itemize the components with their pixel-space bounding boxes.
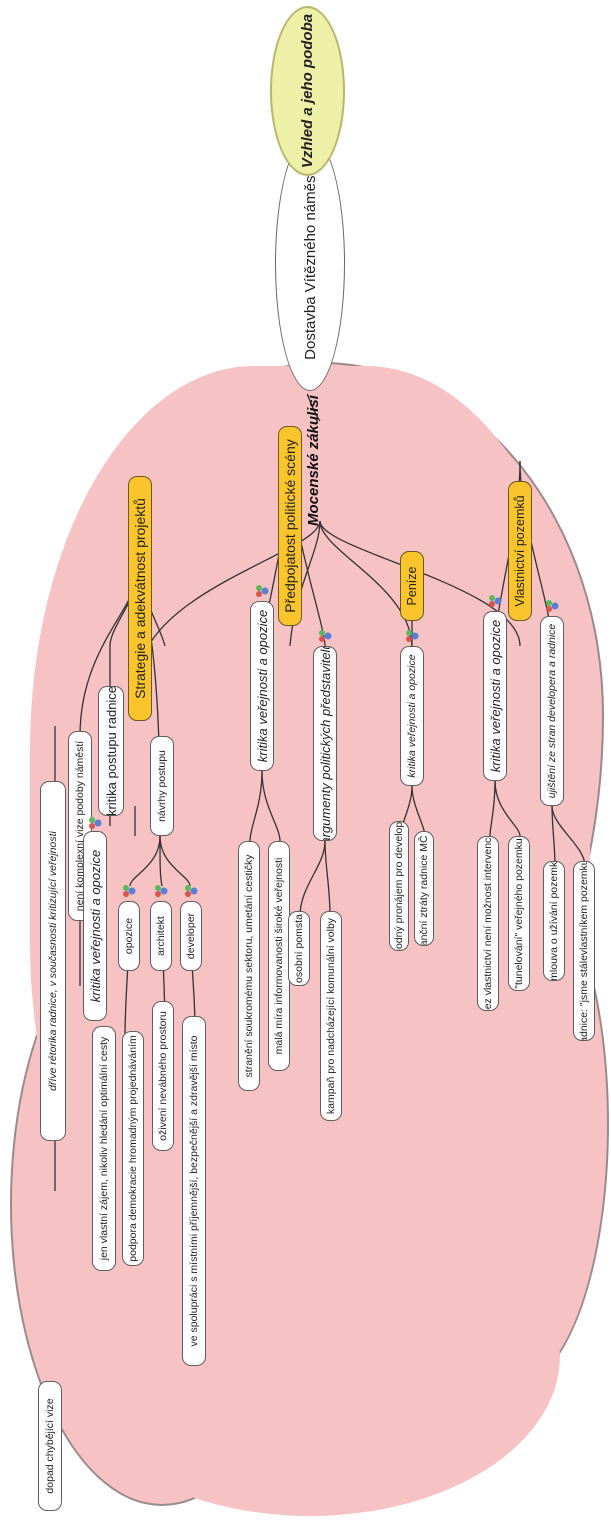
people-icon [406, 630, 419, 642]
node-dopad[interactable]: dopad chybějící vize [38, 1381, 62, 1511]
node-predpojatost-kritika[interactable]: kritika veřejnosti a opozice [250, 601, 274, 771]
node-radnice-label: radnice: "jsme stálevlastníkem pozemku" [577, 861, 590, 1041]
people-icon [489, 595, 502, 607]
node-kampan[interactable]: kampaň pro nadcházející komunální volby [320, 911, 342, 1121]
node-osobni-pomsta[interactable]: osobní pomsta [288, 911, 310, 986]
node-drive-retorika[interactable]: dříve rétorika radnice, v současnosti kr… [40, 781, 66, 1141]
people-icon [185, 885, 198, 897]
node-navrhy[interactable]: návrhy postupu [150, 736, 174, 836]
people-icon [256, 585, 269, 597]
node-tunelovani[interactable]: "tunelování" veřejného pozemku [508, 836, 530, 991]
leaf-label: Vzhled a jeho podoba [299, 13, 316, 169]
node-opozice-label: opozice [122, 917, 135, 955]
node-dopad-label: dopad chybějící vize [43, 1398, 56, 1494]
node-predpojatost-kritika-label: kritika veřejnosti a opozice [254, 609, 270, 763]
people-icon [89, 817, 102, 829]
node-navrhy-label: návrhy postupu [155, 750, 168, 822]
node-strategie-kritika[interactable]: kritika veřejnosti a opozice [83, 831, 107, 1021]
node-developer[interactable]: developer [180, 901, 202, 971]
node-bez-vlastnictvi-label: bez vlastnictví není možnost intervence [481, 836, 494, 1011]
node-penize-kritika-label: kritika veřejnosti a opozice [405, 654, 418, 778]
node-smlouva-label: smlouva o užívání pozemků [547, 861, 560, 981]
people-icon [319, 630, 332, 642]
node-penize-kritika[interactable]: kritika veřejnosti a opozice [400, 646, 424, 786]
branch-strategie[interactable]: Strategie a adekvátnost projektů [128, 476, 152, 721]
branch-vlastnictvi[interactable]: Vlastnictví pozemků [508, 481, 532, 621]
branch-vlastnictvi-label: Vlastnictví pozemků [512, 495, 527, 607]
branch-predpojatost[interactable]: Předpojatost politické scény [278, 426, 302, 626]
node-podpora-label: podpora demokracie hromadným projednáván… [126, 1035, 139, 1262]
node-ujisteni-label: ujištění ze stran developera a radnice [545, 623, 558, 799]
people-icon [546, 600, 559, 612]
leaf-node[interactable]: Vzhled a jeho podoba [270, 6, 345, 176]
node-opozice[interactable]: opozice [118, 901, 140, 971]
node-tunelovani-label: "tunelování" veřejného pozemku [512, 838, 525, 989]
node-osobni-pomsta-label: osobní pomsta [292, 914, 305, 983]
node-mala-mira-label: malá míra informovanosti široké veřejnos… [272, 857, 285, 1055]
node-mala-mira[interactable]: malá míra informovanosti široké veřejnos… [268, 841, 290, 1071]
node-straneni[interactable]: stranění soukromému sektoru, umetání ces… [238, 841, 260, 1091]
node-vyhodny[interactable]: výhodný pronájem pro developera [389, 821, 409, 951]
node-developer-label: developer [184, 912, 197, 960]
node-oziveni[interactable]: oživení nevábného prostoru [152, 1001, 174, 1151]
node-vyhodny-label: výhodný pronájem pro developera [392, 821, 405, 951]
node-vlastnictvi-kritika-label: kritika veřejnosti a opozice [487, 619, 503, 773]
node-bez-vlastnictvi[interactable]: bez vlastnictví není možnost intervence [477, 836, 499, 1011]
node-architekt-label: architekt [154, 916, 167, 956]
branch-predpojatost-label: Předpojatost politické scény [282, 439, 298, 613]
node-financni[interactable]: finanční ztráty radnice MČ P6 [414, 831, 434, 946]
node-jen-vlastni[interactable]: jen vlastní zájem, nikoliv hledání optim… [92, 1026, 116, 1271]
node-drive-retorika-label: dříve rétorika radnice, v současnosti kr… [46, 831, 59, 1091]
node-argumenty-label: argumenty politických představitelů [317, 646, 333, 841]
node-oziveni-label: oživení nevábného prostoru [156, 1011, 169, 1141]
node-jen-vlastni-label: jen vlastní zájem, nikoliv hledání optim… [97, 1036, 110, 1261]
root-label: Dostavba Vítězného náměstí [301, 167, 319, 360]
node-financni-label: finanční ztráty radnice MČ P6 [417, 831, 430, 946]
node-strategie-kritika-label: kritika veřejnosti a opozice [87, 849, 103, 1003]
region-label: Mocenské zákulisí [305, 395, 322, 526]
branch-penize[interactable]: Peníze [400, 551, 424, 621]
branch-penize-label: Peníze [404, 566, 419, 606]
node-kritika-postupu[interactable]: kritika postupu radnice [98, 686, 124, 816]
node-ujisteni[interactable]: ujištění ze stran developera a radnice [540, 616, 564, 806]
node-spoluprace[interactable]: ve spolupráci s místními příjemnější, be… [182, 1016, 206, 1366]
node-kampan-label: kampaň pro nadcházející komunální volby [324, 917, 337, 1115]
people-icon [123, 885, 136, 897]
people-icon [155, 885, 168, 897]
node-straneni-label: stranění soukromému sektoru, umetání ces… [242, 854, 255, 1078]
node-podpora[interactable]: podpora demokracie hromadným projednáván… [122, 1031, 144, 1266]
node-architekt[interactable]: architekt [150, 901, 172, 971]
node-kritika-postupu-label: kritika postupu radnice [103, 686, 119, 816]
branch-strategie-label: Strategie a adekvátnost projektů [132, 498, 148, 699]
node-vlastnictvi-kritika[interactable]: kritika veřejnosti a opozice [483, 611, 507, 781]
node-spoluprace-label: ve spolupráci s místními příjemnější, be… [187, 1035, 200, 1347]
node-argumenty[interactable]: argumenty politických představitelů [313, 646, 337, 841]
node-smlouva[interactable]: smlouva o užívání pozemků [543, 861, 565, 981]
node-radnice[interactable]: radnice: "jsme stálevlastníkem pozemku" [573, 861, 595, 1041]
